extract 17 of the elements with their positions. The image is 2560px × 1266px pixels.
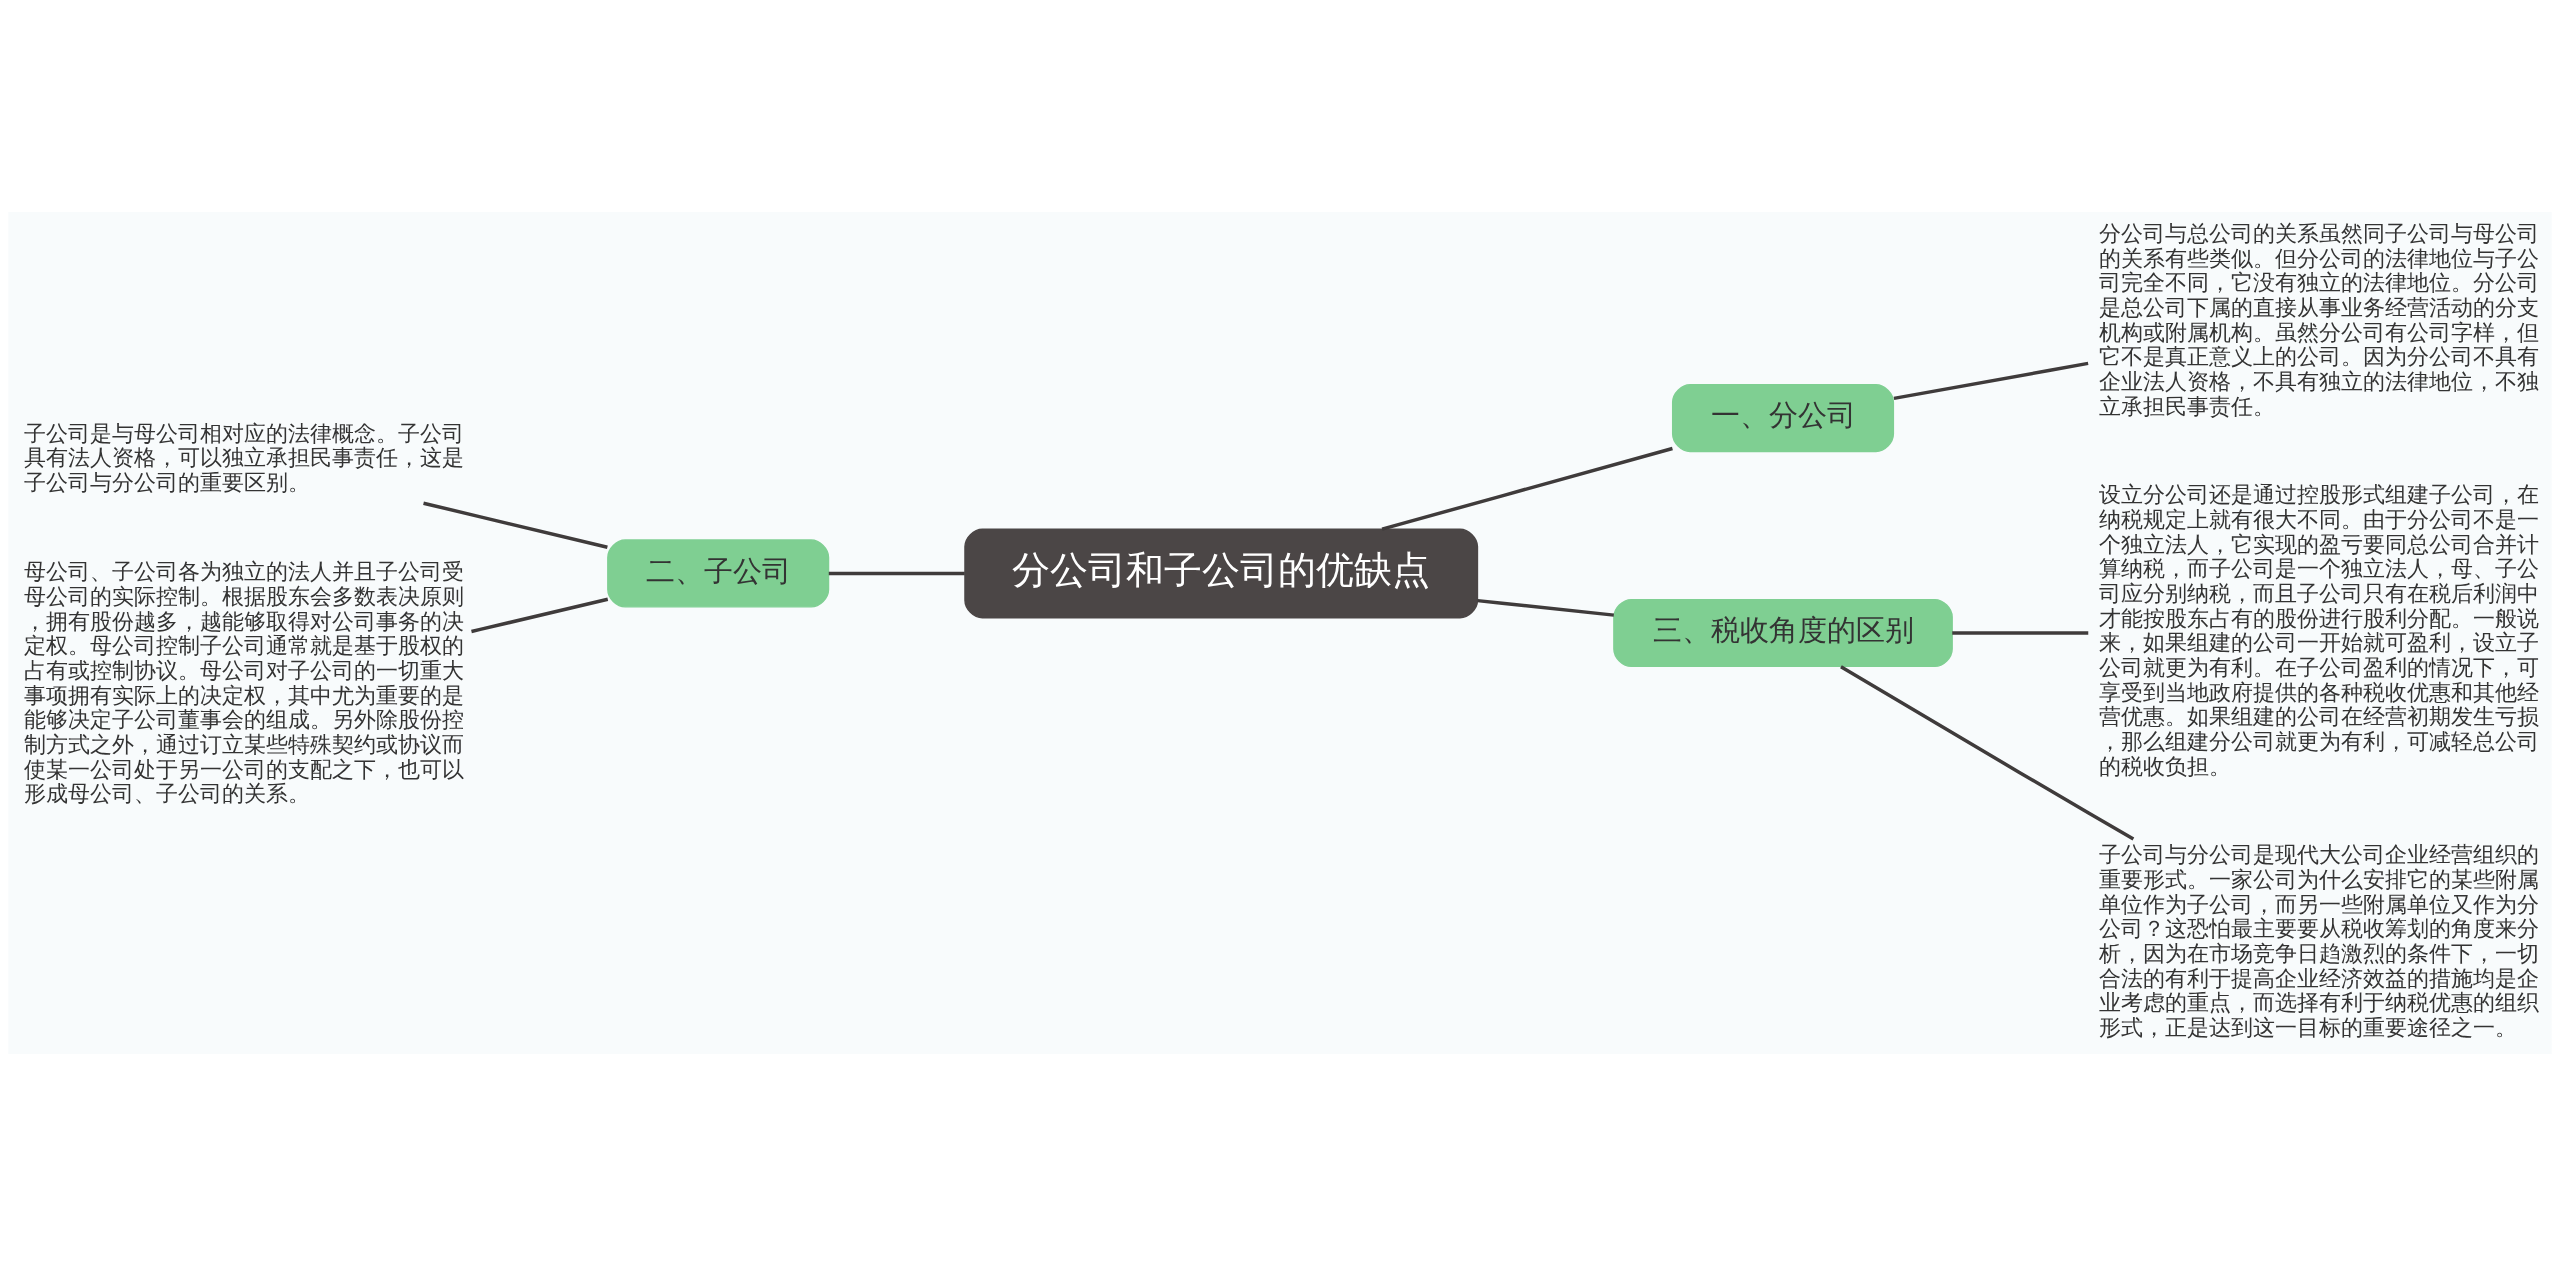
connector bbox=[828, 571, 965, 576]
connector bbox=[1840, 665, 2135, 841]
connector bbox=[1381, 446, 1673, 531]
node-box: 二、子公司 bbox=[607, 539, 830, 608]
node-text: 分公司与总公司的关系虽然同子公司与母公司的关系有些类似。但分公司的法律地位与子公司完全不同，它没有独立的法律地位。分公司是总公司下属的直接从事业务经营活动的分支机构或附属机构。虽然分公司有公司字样，但它不是真正意义上的公司。因为分公司不具有企业法人资格，不具有独立的法律地位，不独立承担民事责任。 bbox=[2098, 221, 2539, 419]
connector bbox=[1477, 598, 1614, 617]
node-box: 分公司和子公司的优缺点 bbox=[964, 528, 1479, 619]
node-box: 一、分公司 bbox=[1671, 384, 1895, 453]
connector bbox=[471, 597, 609, 634]
node-box: 三、税收角度的区别 bbox=[1613, 598, 1953, 668]
node-text: 子公司与分公司是现代大公司企业经营组织的重要形式。一家公司为什么安排它的某些附属单位作为子公司，而另一些附属单位又作为分公司？这恐怕最主要要从税收筹划的角度来分析，因为在市场竞争日趋激烈的条件下，一切合法的有利于提高企业经济效益的措施均是企业考虑的重点，而选择有利于纳税优惠的组织形式，正是达到这一目标的重要途径之一。 bbox=[2098, 842, 2539, 1041]
connector bbox=[1952, 631, 2089, 635]
node-text: 设立分公司还是通过控股形式组建子公司，在纳税规定上就有很大不同。由于分公司不是一个独立法人，它实现的盈亏要同总公司合并计算纳税，而子公司是一个独立法人，母、子公司应分别纳税，而且子公司只有在税后利润中才能按股东占有的股份进行股利分配。一般说来，如果组建的公司一开始就可盈利，设立子公司就更为有利。在子公司盈利的情况下，可享受到当地政府提供的各种税收优惠和其他经营优惠。如果组建的公司在经营初期发生亏损，那么组建分公司就更为有利，可减轻总公司的税收负担。 bbox=[2098, 482, 2539, 779]
connector bbox=[423, 501, 608, 549]
node-text: 子公司是与母公司相对应的法律概念。子公司具有法人资格，可以独立承担民事责任，这是子公司与分公司的重要区别。 bbox=[24, 420, 465, 496]
connector bbox=[1893, 361, 2089, 401]
node-text: 母公司、子公司各为独立的法人并且子公司受母公司的实际控制。根据股东会多数表决原则，拥有股份越多，越能够取得对公司事务的决定权。母公司控制子公司通常就是基于股权的占有或控制协议。母公司对子公司的一切重大事项拥有实际上的决定权，其中尤为重要的是能够决定子公司董事会的组成。另外除股份控制方式之外，通过订立某些特殊契约或协议而使某一公司处于另一公司的支配之下，也可以形成母公司、子公司的关系。 bbox=[24, 559, 465, 807]
